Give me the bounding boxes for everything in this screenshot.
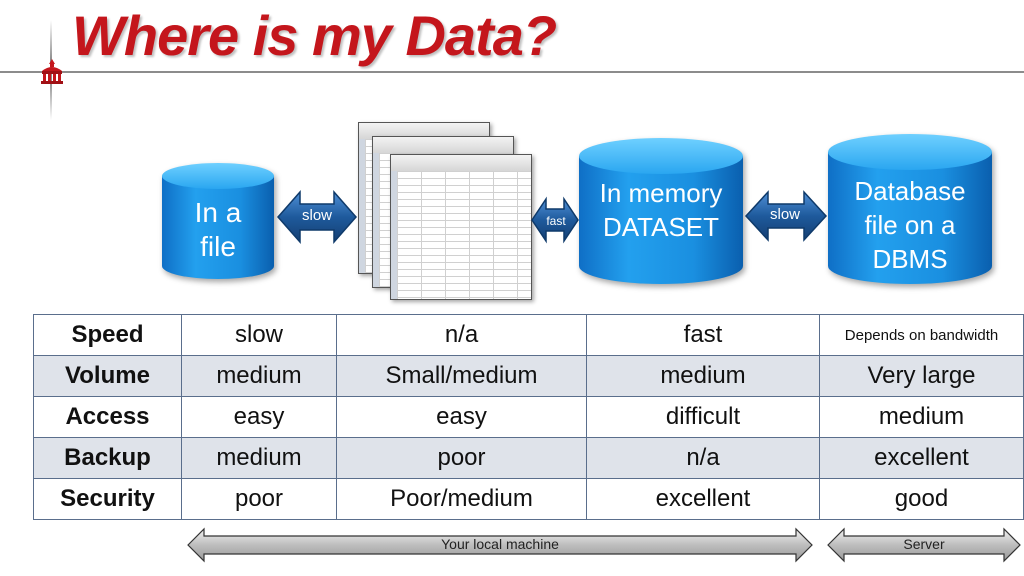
table-cell: poor [181,478,337,520]
table-cell: good [819,478,1024,520]
table-cell: medium [586,355,820,397]
file-cylinder: In a file [160,162,276,282]
table-row: Speed slow n/a fast Depends on bandwidth [33,314,1024,356]
memory-cylinder-label: In memory DATASET [599,178,723,242]
table-cell: Small/medium [336,355,587,397]
row-label: Security [33,478,182,520]
row-label: Backup [33,437,182,479]
table-cell: Depends on bandwidth [819,314,1024,356]
table-cell: poor [336,437,587,479]
table-row: Security poor Poor/medium excellent good [33,478,1024,520]
server-label: Server [903,536,945,552]
table-cell: medium [819,396,1024,438]
arrow-label-sheets-memory: fast [546,214,566,228]
server-range-arrow [827,527,1021,563]
spreadsheet-stack-icon [356,120,536,300]
local-machine-range-arrow [187,527,813,563]
double-arrow-icon [531,196,579,244]
title-divider [0,71,1024,73]
page-title: Where is my Data? [72,4,557,67]
table-cell: easy [336,396,587,438]
table-cell: easy [181,396,337,438]
table-row: Backup medium poor n/a excellent [33,437,1024,479]
row-label: Volume [33,355,182,397]
table-cell: n/a [586,437,820,479]
dbms-cylinder: Database file on a DBMS [826,132,994,288]
table-row: Access easy easy difficult medium [33,396,1024,438]
comparison-table: Speed slow n/a fast Depends on bandwidth… [33,314,1024,520]
table-cell: difficult [586,396,820,438]
memory-cylinder: In memory DATASET [577,136,745,288]
table-cell: fast [586,314,820,356]
table-row: Volume medium Small/medium medium Very l… [33,355,1024,397]
table-cell: slow [181,314,337,356]
arrow-label-file-sheets: slow [301,207,332,224]
local-machine-label: Your local machine [441,536,559,552]
table-cell: Very large [819,355,1024,397]
double-arrow-icon [744,190,828,242]
table-cell: medium [181,355,337,397]
file-cylinder-label: In a file [194,197,242,262]
table-cell: n/a [336,314,587,356]
building-logo-icon [41,59,63,84]
table-cell: excellent [586,478,820,520]
table-cell: Poor/medium [336,478,587,520]
row-label: Speed [33,314,182,356]
arrow-label-memory-dbms: slow [769,206,800,223]
dbms-cylinder-label: Database file on a DBMS [854,176,966,274]
table-cell: excellent [819,437,1024,479]
double-arrow-icon [277,190,357,244]
table-cell: medium [181,437,337,479]
row-label: Access [33,396,182,438]
